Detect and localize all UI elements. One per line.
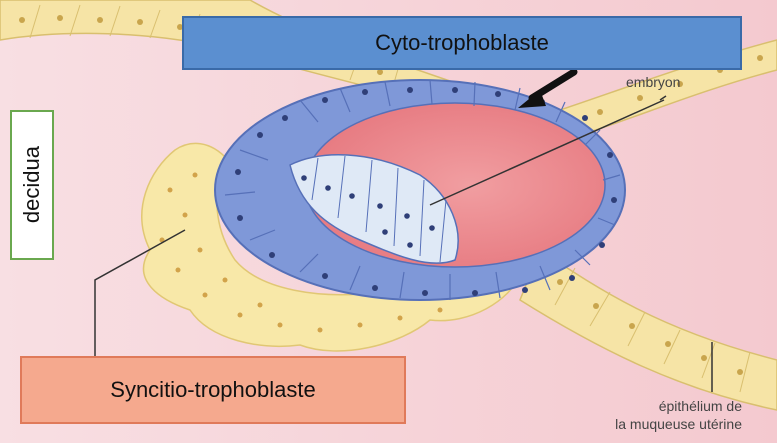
syncitio-trophoblaste-label: Syncitio-trophoblaste [20, 356, 406, 424]
cyto-trophoblaste-text: Cyto-trophoblaste [375, 30, 549, 56]
cyto-trophoblaste-label: Cyto-trophoblaste [182, 16, 742, 70]
epithelium-annotation: épithélium de la muqueuse utérine [592, 398, 742, 433]
epithelium-line-1: épithélium de [592, 398, 742, 416]
decidua-label: decidua [10, 110, 54, 260]
embryon-annotation: embryon [626, 74, 680, 92]
epithelium-line-2: la muqueuse utérine [592, 416, 742, 434]
syncitio-trophoblaste-text: Syncitio-trophoblaste [110, 377, 315, 403]
decidua-text: decidua [19, 146, 45, 223]
